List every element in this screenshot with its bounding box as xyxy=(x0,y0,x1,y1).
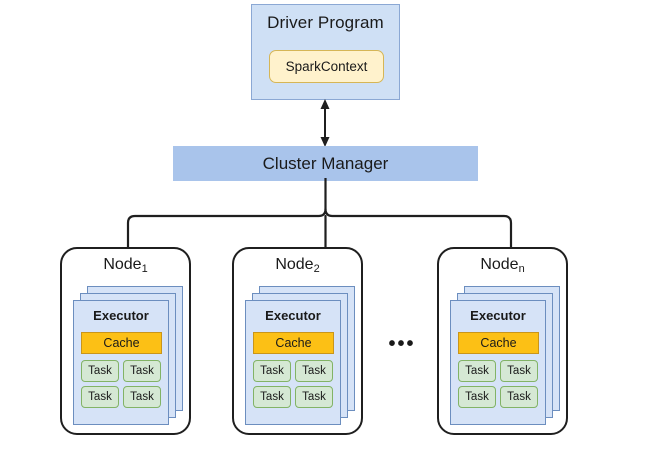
sparkcontext-box: SparkContext xyxy=(269,50,384,83)
node-box-2: Node2 Executor Cache Task Task Task Task xyxy=(232,247,363,435)
task-box: Task xyxy=(123,360,161,382)
task-box: Task xyxy=(458,360,496,382)
node-box-n: Noden Executor Cache Task Task Task Task xyxy=(437,247,568,435)
executor-label-2: Executor xyxy=(265,308,321,323)
task-box: Task xyxy=(458,386,496,408)
task-box: Task xyxy=(123,386,161,408)
task-box: Task xyxy=(500,360,538,382)
task-box: Task xyxy=(81,386,119,408)
driver-program-box: Driver Program SparkContext xyxy=(251,4,400,100)
cluster-manager-box: Cluster Manager xyxy=(173,146,478,181)
cache-box-2: Cache xyxy=(253,332,334,354)
node-subscript-n: n xyxy=(518,263,525,275)
task-box: Task xyxy=(295,360,333,382)
driver-program-label: Driver Program xyxy=(267,13,384,32)
node-subscript-2: 2 xyxy=(313,263,320,275)
executor-card-front: Executor Cache Task Task Task Task xyxy=(245,300,341,425)
node-subscript-1: 1 xyxy=(141,263,148,275)
task-box: Task xyxy=(253,386,291,408)
task-box: Task xyxy=(253,360,291,382)
task-grid-n: Task Task Task Task xyxy=(458,360,539,408)
task-box: Task xyxy=(500,386,538,408)
task-box: Task xyxy=(81,360,119,382)
executor-card-front: Executor Cache Task Task Task Task xyxy=(450,300,546,425)
executor-stack-n: Executor Cache Task Task Task Task xyxy=(450,286,560,426)
node-name-2: Node xyxy=(275,256,314,273)
cluster-node-connectors xyxy=(126,178,513,249)
node-name-1: Node xyxy=(103,256,142,273)
executor-stack-2: Executor Cache Task Task Task Task xyxy=(245,286,355,426)
driver-cluster-manager-arrow xyxy=(320,99,330,147)
task-box: Task xyxy=(295,386,333,408)
task-grid-2: Task Task Task Task xyxy=(253,360,334,408)
cache-box-1: Cache xyxy=(81,332,162,354)
task-grid-1: Task Task Task Task xyxy=(81,360,162,408)
cache-box-n: Cache xyxy=(458,332,539,354)
node-label-2: Node2 xyxy=(234,256,361,275)
node-label-1: Node1 xyxy=(62,256,189,275)
executor-card-front: Executor Cache Task Task Task Task xyxy=(73,300,169,425)
node-label-n: Noden xyxy=(439,256,566,275)
node-name-n: Node xyxy=(480,256,519,273)
executor-label-n: Executor xyxy=(470,308,526,323)
node-box-1: Node1 Executor Cache Task Task Task Task xyxy=(60,247,191,435)
nodes-ellipsis: ••• xyxy=(388,333,416,355)
executor-stack-1: Executor Cache Task Task Task Task xyxy=(73,286,183,426)
executor-label-1: Executor xyxy=(93,308,149,323)
